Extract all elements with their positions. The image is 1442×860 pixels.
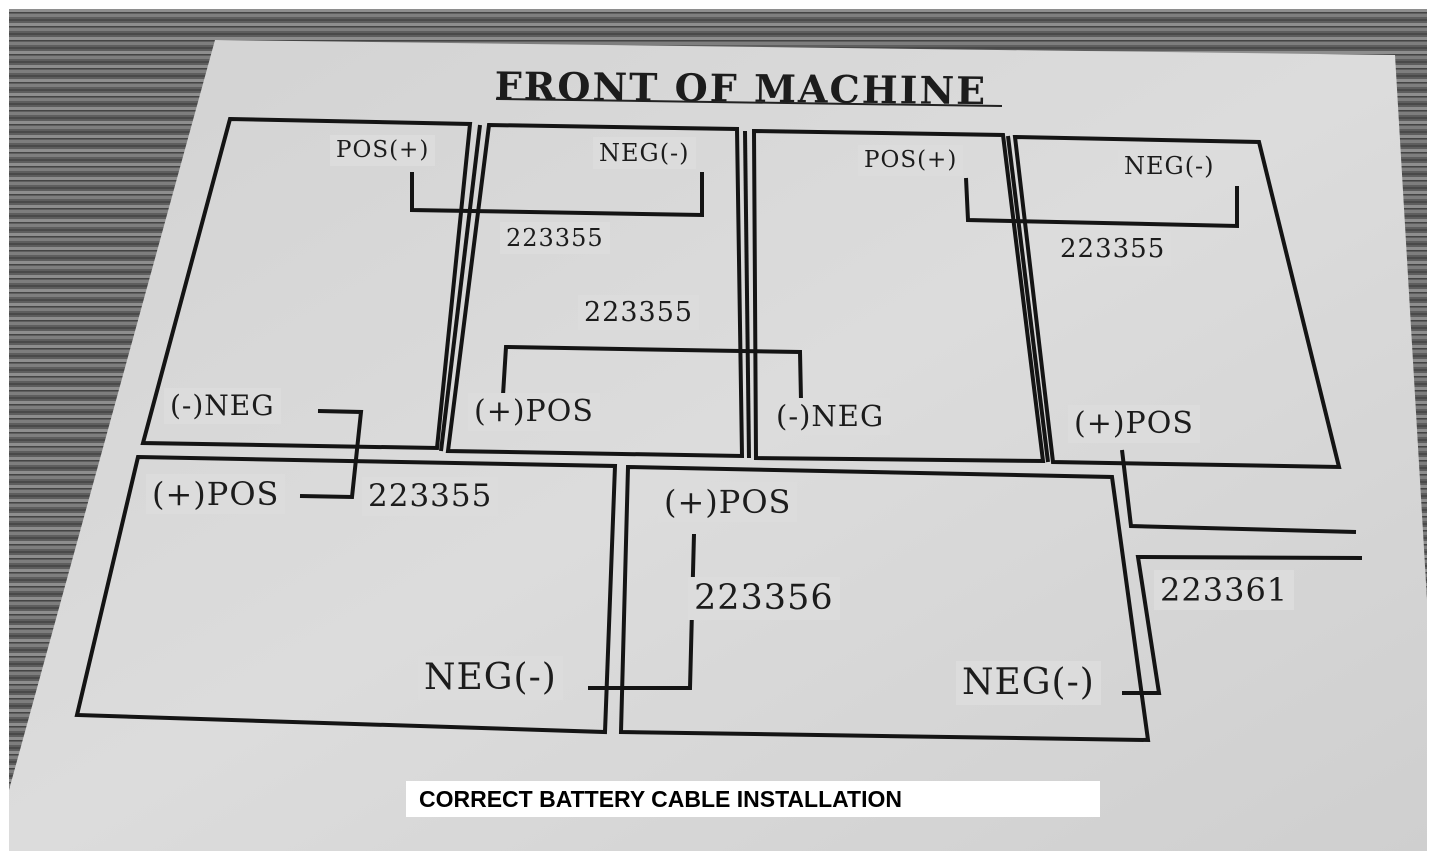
battery-2-pos-terminal: (+)POS bbox=[468, 393, 600, 431]
battery-5-neg-terminal: NEG(-) bbox=[418, 656, 563, 700]
battery-4-neg-terminal: NEG(-) bbox=[1118, 150, 1221, 182]
battery-4-pos-terminal: (+)POS bbox=[1068, 405, 1200, 443]
figure-caption: CORRECT BATTERY CABLE INSTALLATION bbox=[406, 781, 1100, 817]
cable-part-number-2: 223355 bbox=[578, 295, 699, 330]
battery-1-neg-terminal: (-)NEG bbox=[164, 388, 281, 424]
cable-part-number-5: 223356 bbox=[688, 577, 840, 620]
battery-2-neg-terminal: NEG(-) bbox=[593, 137, 696, 169]
cable-part-number-6: 223361 bbox=[1154, 570, 1294, 610]
battery-5-pos-terminal: (+)POS bbox=[146, 474, 285, 514]
battery-1-pos-terminal: POS(+) bbox=[330, 135, 435, 166]
diagram-title: FRONT OF MACHINE bbox=[495, 67, 988, 110]
battery-6-pos-terminal: (+)POS bbox=[658, 482, 797, 522]
cable-part-number-1: 223355 bbox=[500, 222, 610, 254]
battery-6-neg-terminal: NEG(-) bbox=[956, 661, 1101, 705]
battery-3-pos-terminal: POS(+) bbox=[858, 145, 963, 176]
cable-part-number-3: 223355 bbox=[1054, 232, 1171, 266]
cable-part-number-4: 223355 bbox=[362, 477, 498, 516]
battery-3-neg-terminal: (-)NEG bbox=[770, 398, 890, 435]
